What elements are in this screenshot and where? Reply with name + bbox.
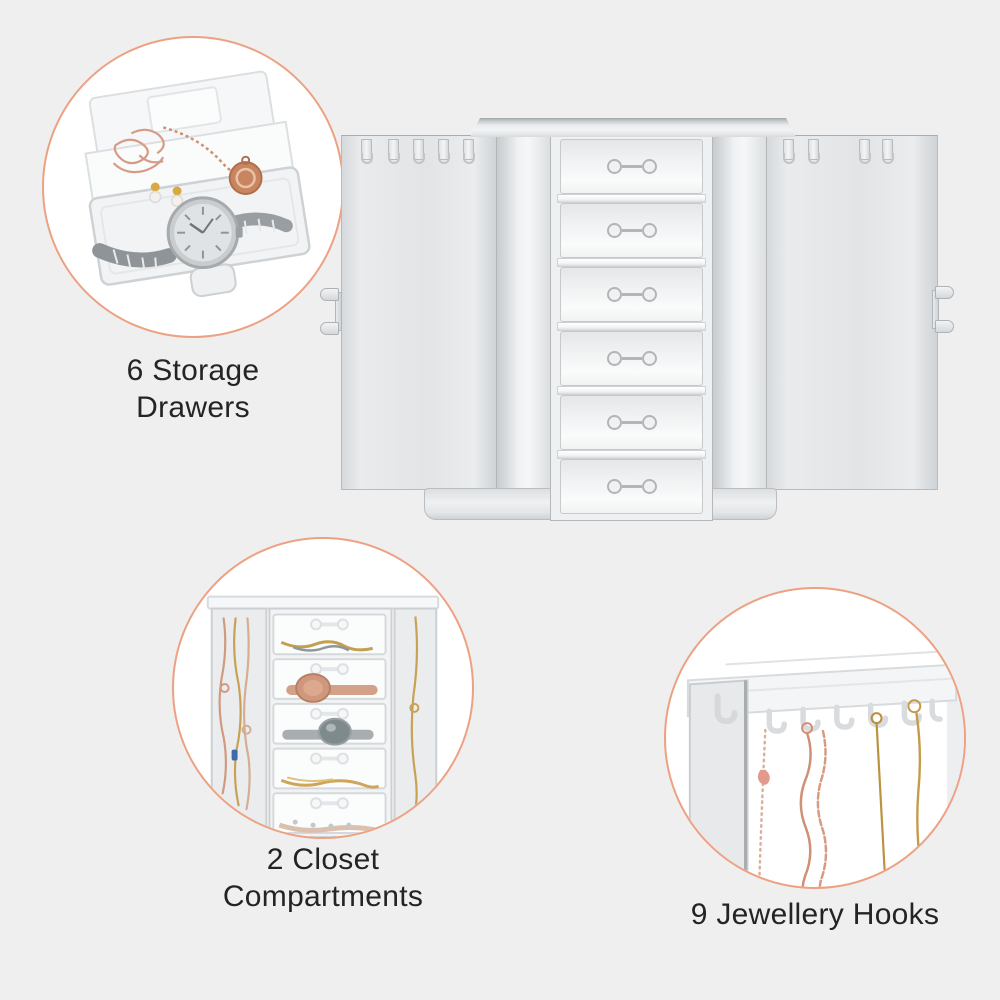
shelf-divider xyxy=(557,258,706,267)
hanging-chains-left xyxy=(218,617,252,811)
caption-line: Compartments xyxy=(222,880,424,913)
caption-line: 2 Closet xyxy=(266,843,380,876)
silver-watch xyxy=(92,196,293,271)
jewellery-hook xyxy=(361,139,373,164)
drawer-handle xyxy=(606,415,657,430)
caption-line: 9 Jewellery Hooks xyxy=(690,898,940,931)
storage-drawer xyxy=(560,331,703,386)
rose-gold-chain-pile xyxy=(112,128,165,174)
right-door-open xyxy=(766,135,938,490)
storage-drawer-photo xyxy=(84,70,311,298)
drawer-handle xyxy=(606,159,657,174)
jewellery-cabinet xyxy=(320,118,954,522)
storage-drawer xyxy=(560,203,703,258)
caption-jewellery-hooks: 9 Jewellery Hooks xyxy=(645,896,985,933)
caption-line: Drawers xyxy=(136,391,250,424)
door-latch xyxy=(320,288,342,335)
cabinet-lid xyxy=(470,118,796,137)
storage-drawer xyxy=(560,139,703,194)
drawer-handle xyxy=(606,287,657,302)
clear-hooks-row xyxy=(766,698,943,734)
pendant xyxy=(228,155,263,195)
drawer-handle xyxy=(606,479,657,494)
shelf-divider xyxy=(557,194,706,203)
drawer-tower xyxy=(550,132,713,521)
storage-drawer xyxy=(560,395,703,450)
drawer-handle xyxy=(606,351,657,366)
closet-compartments-photo xyxy=(206,595,440,837)
stud-earrings xyxy=(149,182,184,208)
jewellery-hooks-photo xyxy=(686,649,964,887)
shelf-divider xyxy=(557,450,706,459)
feature-bubble-storage-drawers xyxy=(42,36,344,338)
jewellery-hook xyxy=(438,139,450,164)
feature-bubble-closet-compartments xyxy=(172,537,474,839)
caption-line: 6 Storage xyxy=(126,354,260,387)
cabinet-side-wall xyxy=(496,132,551,489)
storage-drawer xyxy=(560,267,703,322)
shelf-divider xyxy=(557,386,706,395)
compartment-drawers xyxy=(272,613,387,835)
storage-drawer xyxy=(560,459,703,514)
caption-storage-drawers: 6 Storage Drawers xyxy=(43,352,343,426)
jewellery-hook xyxy=(882,139,894,164)
feature-bubble-jewellery-hooks xyxy=(664,587,966,889)
jewellery-hook xyxy=(463,139,475,164)
cabinet-side-wall xyxy=(712,132,767,489)
left-door-open xyxy=(341,135,497,490)
drawer-handle xyxy=(606,223,657,238)
jewellery-hook xyxy=(783,139,795,164)
jewellery-hook xyxy=(413,139,425,164)
jewellery-hook xyxy=(388,139,400,164)
jewellery-hook xyxy=(859,139,871,164)
caption-closet-compartments: 2 Closet Compartments xyxy=(148,841,498,915)
jewellery-hook xyxy=(808,139,820,164)
shelf-divider xyxy=(557,322,706,331)
door-latch xyxy=(932,286,954,333)
hanging-chain-right xyxy=(409,616,420,816)
